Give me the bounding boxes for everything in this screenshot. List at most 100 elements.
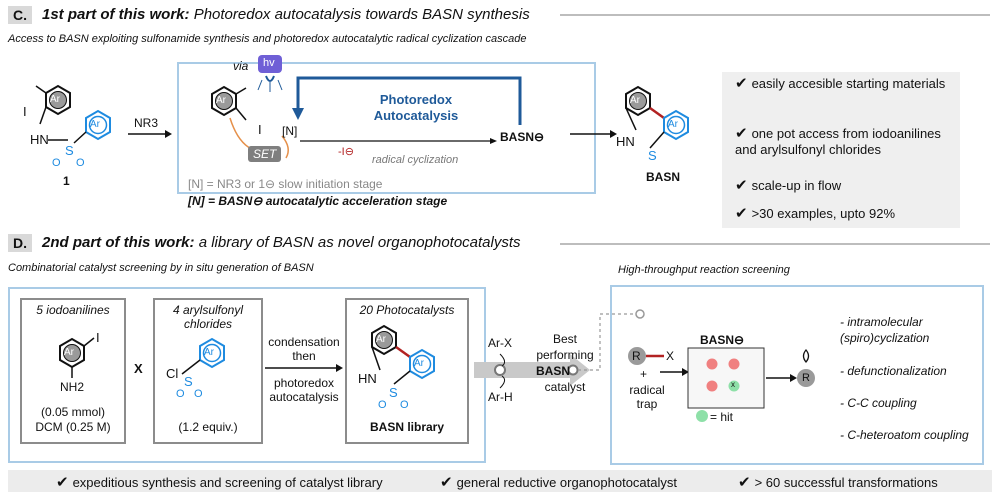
- check-icon: ✔: [738, 474, 751, 491]
- condition-line-3: photoredox: [273, 376, 335, 390]
- substrate-r-label: R: [632, 349, 641, 363]
- best-line-1: Best: [552, 332, 577, 346]
- basn-anion-label: BASN⊖: [500, 130, 545, 144]
- radical-trap-line-1: radical: [629, 383, 665, 397]
- section-d-title: 2nd part of this work: a library of BASN…: [42, 234, 521, 251]
- section-d-divider: [560, 243, 990, 245]
- check-item-2: ✔one pot access from iodoanilines and ar…: [735, 125, 941, 158]
- section-c-title-rest: Photoredox autocatalysis towards BASN sy…: [193, 6, 530, 23]
- check-item-1: ✔easily accesible starting materials: [735, 75, 946, 92]
- radical-trap-line-2: trap: [636, 397, 658, 411]
- sulfonyl-o-label-1: O: [176, 388, 185, 400]
- sulfonyl-o-label-2: O: [194, 388, 203, 400]
- arylsulfonyl-amount: (1.2 equiv.): [178, 420, 238, 434]
- check-item-3: ✔scale-up in flow: [735, 177, 842, 194]
- hit-legend-label: = hit: [710, 410, 734, 424]
- section-c-benefits-panel: [722, 72, 960, 228]
- nr3-reagent: NR3: [134, 116, 159, 130]
- iodoaniline-iodo-label: I: [96, 330, 100, 345]
- condition-line-2: then: [292, 349, 316, 363]
- n-catalyst-label: [N]: [282, 124, 298, 138]
- section-c-subtitle: Access to BASN exploiting sulfonamide sy…: [8, 33, 527, 45]
- basn-product-label: BASN: [646, 170, 681, 184]
- iodoanilines-box: [20, 298, 126, 444]
- library-s-label: S: [389, 385, 398, 400]
- iodoaniline-ar-label: Ar: [64, 347, 74, 358]
- section-d-title-rest: a library of BASN as novel organophotoca…: [198, 234, 521, 251]
- photocatalysts-title: 20 Photocatalysts: [359, 303, 455, 317]
- compound-1-structure: [35, 84, 111, 144]
- check-icon: ✔: [440, 474, 453, 491]
- iodoanilines-solvent: DCM (0.25 M): [35, 420, 111, 434]
- check-icon: ✔: [735, 75, 748, 92]
- summary-check-3: ✔> 60 successful transformations: [738, 474, 938, 491]
- nh2-label: NH2: [60, 380, 85, 394]
- section-d-right-subtitle: High-throughput reaction screening: [618, 264, 790, 276]
- substrate-x-label: X: [666, 349, 675, 363]
- minus-iodide-label: -I⊖: [338, 146, 354, 158]
- init-stage-line: [N] = NR3 or 1⊖ slow initiation stage: [188, 177, 383, 191]
- cl-label: Cl: [166, 366, 179, 381]
- section-c-title: 1st part of this work: Photoredox autoca…: [42, 6, 530, 23]
- c1-ar-label: Ar: [50, 94, 60, 105]
- arx-label: Ar-X: [488, 336, 512, 350]
- section-c-divider: [560, 14, 990, 16]
- compound-1-label: 1: [63, 174, 70, 188]
- photoredox-autocatalysis-label: Photoredox Autocatalysis: [373, 92, 459, 123]
- library-ar-label: Ar: [376, 334, 386, 345]
- library-o-label-2: O: [400, 399, 409, 411]
- prod-hn-label: HN: [616, 134, 635, 149]
- iodoanilines-amount: (0.05 mmol): [40, 405, 105, 419]
- section-d-left-subtitle: Combinatorial catalyst screening by in s…: [8, 262, 314, 274]
- summary-bar: [8, 470, 992, 492]
- set-badge: SET: [248, 146, 282, 162]
- sulfonyl-ar-label: Ar: [204, 347, 214, 358]
- reaction-type-2: - defunctionalization: [840, 364, 947, 378]
- section-c-title-bold: 1st part of this work:: [42, 6, 190, 23]
- section-c-label: C.: [8, 6, 32, 24]
- prod-ar2-label: Ar: [668, 119, 678, 130]
- library-o-label-1: O: [378, 399, 387, 411]
- product-r-label: R: [802, 372, 810, 384]
- combination-times-symbol: X: [134, 361, 143, 376]
- int-ar-label: Ar: [216, 95, 226, 106]
- sulfonyl-s-label: S: [184, 374, 193, 389]
- iodoanilines-title: 5 iodoanilines: [36, 303, 110, 317]
- condition-line-4: autocatalysis: [269, 390, 339, 404]
- accel-stage-line: [N] = BASN⊖ autocatalytic acceleration s…: [188, 194, 448, 208]
- best-line-2: performing: [536, 348, 594, 362]
- reaction-screening-frame: [610, 285, 984, 465]
- c1-iodo-label: I: [23, 104, 27, 119]
- hv-label: hv: [263, 57, 275, 69]
- check-icon: ✔: [735, 177, 748, 194]
- check-icon: ✔: [56, 474, 69, 491]
- int-iodo-label: I: [258, 122, 262, 137]
- check-icon: ✔: [735, 205, 748, 222]
- library-ar2-label: Ar: [414, 358, 424, 369]
- section-d-label: D.: [8, 234, 32, 252]
- prod-s-label: S: [648, 148, 657, 163]
- c1-o-label-1: O: [52, 157, 61, 169]
- reaction-type-1: - intramolecular (spiro)cyclization: [840, 315, 930, 345]
- plate-hit-marker: x: [731, 380, 735, 389]
- intermediate-structure: [211, 85, 289, 159]
- photocatalyst-library-box: [345, 298, 469, 444]
- condition-line-1: condensation: [268, 335, 340, 349]
- arylsulfonyl-box: [153, 298, 263, 444]
- best-line-3: BASN: [536, 364, 571, 378]
- basn-product-structure: [625, 85, 689, 149]
- via-label: via: [233, 59, 249, 73]
- section-d-title-bold: 2nd part of this work:: [42, 234, 195, 251]
- plate-basn-label: BASN⊖: [700, 333, 745, 347]
- plus-label: +: [640, 367, 648, 381]
- summary-check-2: ✔general reductive organophotocatalyst: [440, 474, 678, 491]
- library-bottom-label: BASN library: [369, 420, 445, 434]
- best-line-4: catalyst: [544, 380, 586, 394]
- c1-o-label-2: O: [76, 157, 85, 169]
- c1-s-label: S: [65, 143, 74, 158]
- c1-hn-label: HN: [30, 132, 49, 147]
- prod-ar-label: Ar: [630, 95, 640, 106]
- check-item-4: ✔>30 examples, upto 92%: [735, 205, 896, 222]
